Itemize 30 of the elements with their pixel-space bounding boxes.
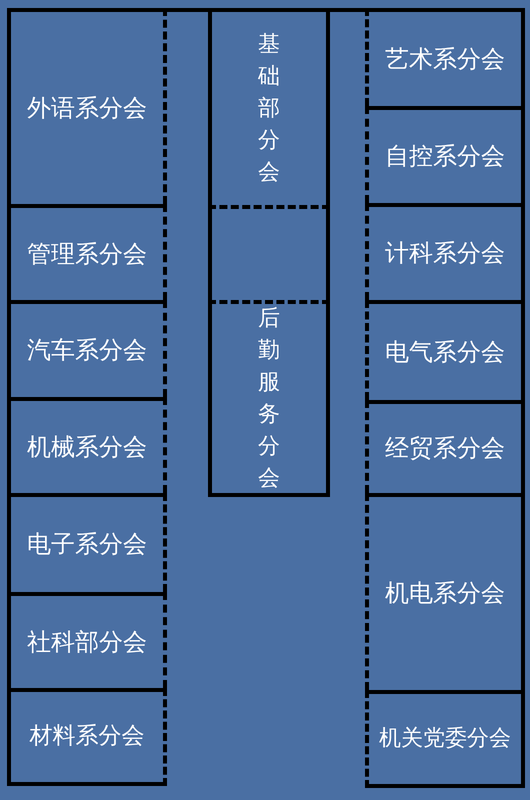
room-label: 经贸系分会 — [385, 434, 505, 463]
room — [7, 688, 167, 786]
room — [7, 592, 167, 688]
room — [365, 690, 525, 788]
room-label: 机关党委分会 — [379, 726, 511, 752]
room — [365, 400, 525, 493]
empty-room — [208, 205, 330, 300]
room-label: 社科部分会 — [27, 628, 147, 656]
room — [7, 204, 167, 300]
room-label: 汽车系分会 — [27, 336, 147, 365]
room-label: 计科系分会 — [385, 239, 505, 268]
room — [7, 493, 167, 592]
room-label: 电气系分会 — [385, 338, 505, 366]
room — [365, 106, 525, 203]
room — [365, 300, 525, 400]
room-label: 艺术系分会 — [385, 44, 505, 74]
room-label: 机电系分会 — [385, 579, 505, 608]
room-label: 电子系分会 — [27, 530, 147, 559]
room-label: 后勤服务分会 — [258, 304, 280, 492]
room — [365, 203, 525, 300]
room-label: 自控系分会 — [385, 142, 505, 171]
room — [208, 300, 330, 497]
room-label: 外语系分会 — [27, 94, 147, 122]
room-label: 机械系分会 — [27, 432, 147, 462]
room-label: 管理系分会 — [27, 240, 147, 268]
room-label: 基础部分会 — [258, 30, 280, 186]
room — [7, 300, 167, 397]
room-label: 材料系分会 — [30, 723, 144, 751]
room — [7, 397, 167, 493]
room — [365, 493, 525, 690]
